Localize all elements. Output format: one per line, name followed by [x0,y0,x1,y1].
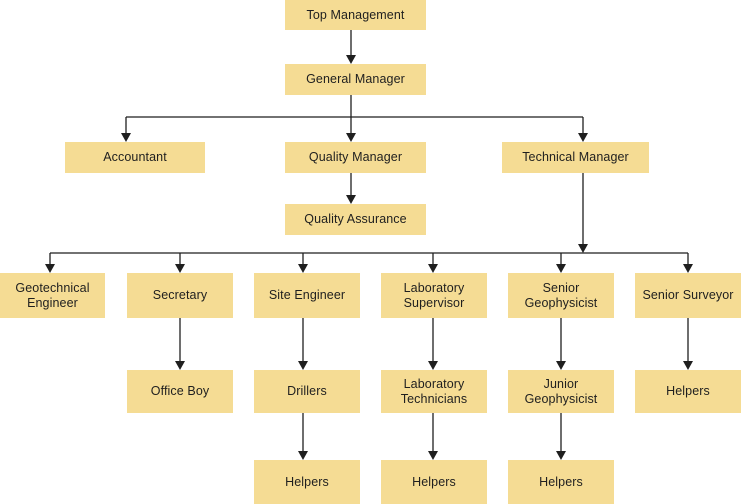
arrow-top-to-gm-arrowhead [346,55,356,64]
node-geotechnical-engineer: Geotechnical Engineer [0,273,105,318]
arrow-gm-to-accountant-arrowhead [121,133,131,142]
node-drillers: Drillers [254,370,360,413]
arrow-technicians-to-helpers-arrowhead [428,451,438,460]
node-senior-surveyor: Senior Surveyor [635,273,741,318]
arrow-secretary-to-office-boy-arrowhead [175,361,185,370]
node-technical-manager: Technical Manager [502,142,649,173]
arrow-bus-to-level3-5-arrowhead [683,264,693,273]
node-top-management: Top Management [285,0,426,30]
node-senior-geophysicist: Senior Geophysicist [508,273,614,318]
node-laboratory-supervisor: Laboratory Supervisor [381,273,487,318]
node-helpers-geophysics: Helpers [508,460,614,504]
arrow-senior-to-junior-geophysicist-arrowhead [556,361,566,370]
arrow-drillers-to-helpers-arrowhead [298,451,308,460]
node-secretary: Secretary [127,273,233,318]
arrow-bus-to-level3-1-arrowhead [175,264,185,273]
node-helpers-drillers: Helpers [254,460,360,504]
node-helpers-lab: Helpers [381,460,487,504]
arrow-bus-to-level3-4-arrowhead [556,264,566,273]
arrow-junior-to-helpers-arrowhead [556,451,566,460]
node-site-engineer: Site Engineer [254,273,360,318]
arrow-gm-to-technical-manager-arrowhead [578,133,588,142]
node-office-boy: Office Boy [127,370,233,413]
node-general-manager: General Manager [285,64,426,95]
arrow-bus-to-level3-2-arrowhead [298,264,308,273]
node-junior-geophysicist: Junior Geophysicist [508,370,614,413]
node-laboratory-technicians: Laboratory Technicians [381,370,487,413]
node-helpers-surveyor: Helpers [635,370,741,413]
arrow-lab-supervisor-to-technicians-arrowhead [428,361,438,370]
arrow-tm-to-bus-arrowhead [578,244,588,253]
node-accountant: Accountant [65,142,205,173]
node-quality-manager: Quality Manager [285,142,426,173]
arrow-surveyor-to-helpers-arrowhead [683,361,693,370]
arrow-bus-to-level3-0-arrowhead [45,264,55,273]
arrow-site-engineer-to-drillers-arrowhead [298,361,308,370]
arrow-gm-to-quality-manager-arrowhead [346,133,356,142]
arrow-bus-to-level3-3-arrowhead [428,264,438,273]
node-quality-assurance: Quality Assurance [285,204,426,235]
arrow-qm-to-qa-arrowhead [346,195,356,204]
